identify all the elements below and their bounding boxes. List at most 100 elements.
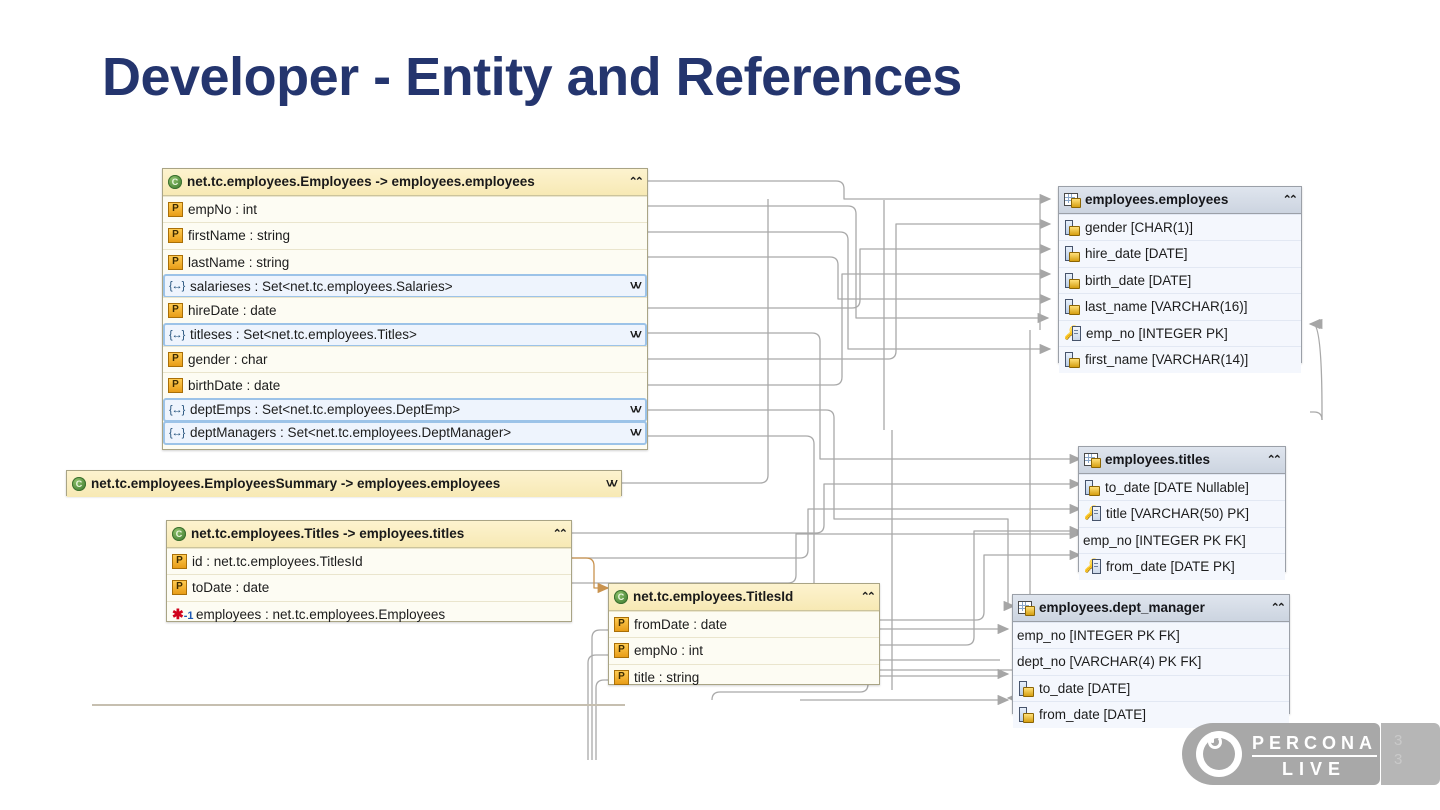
chevron-down-double-icon[interactable]: ˅˅ <box>629 278 642 293</box>
table-column-row[interactable]: to_date [DATE] <box>1013 674 1289 701</box>
entity-field-row[interactable]: hireDate : date <box>163 297 647 324</box>
chevron-up-double-icon[interactable]: ⌃⌃ <box>552 527 568 540</box>
table-icon <box>1064 192 1081 208</box>
chevron-down-double-icon[interactable]: ˅˅ <box>605 475 618 491</box>
chevron-up-double-icon[interactable]: ⌃⌃ <box>1282 193 1298 206</box>
entity-field-row[interactable]: toDate : date <box>167 574 571 601</box>
entity-titles[interactable]: net.tc.employees.Titles -> employees.tit… <box>166 520 572 622</box>
field-label: empNo : int <box>188 201 258 217</box>
column-label: first_name [VARCHAR(14)] <box>1085 352 1249 368</box>
entity-field-row[interactable]: gender : char <box>163 345 647 373</box>
table-icon <box>1018 600 1035 616</box>
entity-field-row[interactable]: fromDate : date <box>609 610 879 638</box>
table-column-row[interactable]: first_name [VARCHAR(14)] <box>1059 346 1301 373</box>
field-label: toDate : date <box>192 580 270 596</box>
entity-employees[interactable]: net.tc.employees.Employees -> employees.… <box>162 168 648 450</box>
primary-key-icon: 🔑 <box>1084 559 1101 575</box>
entity-field-row[interactable]: empNo : int <box>163 195 647 223</box>
entity-collection-row[interactable]: {↔} deptManagers : Set<net.tc.employees.… <box>163 420 647 445</box>
table-header[interactable]: employees.titles ⌃⌃ <box>1079 447 1285 474</box>
collection-icon: {↔} <box>169 403 185 416</box>
chevron-up-double-icon[interactable]: ⌃⌃ <box>628 175 644 188</box>
table-column-row[interactable]: birth_date [DATE] <box>1059 266 1301 293</box>
field-label: gender : char <box>188 351 268 367</box>
entity-field-row[interactable]: lastName : string <box>163 248 647 276</box>
entity-field-row[interactable]: birthDate : date <box>163 372 647 399</box>
entity-relation-row[interactable]: ✱-1 employees : net.tc.employees.Employe… <box>167 600 571 628</box>
table-column-row[interactable]: hire_date [DATE] <box>1059 240 1301 267</box>
table-header[interactable]: employees.employees ⌃⌃ <box>1059 187 1301 214</box>
page-number-digit-2: 3 <box>1394 751 1403 768</box>
table-column-row[interactable]: last_name [VARCHAR(16)] <box>1059 293 1301 320</box>
entity-field-row[interactable]: empNo : int <box>609 637 879 664</box>
entity-field-row[interactable]: title : string <box>609 663 879 691</box>
entity-field-row[interactable]: firstName : string <box>163 222 647 249</box>
field-label: salarieses : Set<net.tc.employees.Salari… <box>190 278 453 294</box>
property-icon <box>168 254 183 270</box>
entity-employees-summary[interactable]: net.tc.employees.EmployeesSummary -> emp… <box>66 470 622 497</box>
field-label: deptEmps : Set<net.tc.employees.DeptEmp> <box>190 402 461 417</box>
field-label: empNo : int <box>634 643 704 659</box>
chevron-up-double-icon[interactable]: ⌃⌃ <box>1266 453 1282 466</box>
column-icon <box>1064 246 1080 263</box>
entity-collection-row[interactable]: {↔} titleses : Set<net.tc.employees.Titl… <box>163 322 647 347</box>
column-icon <box>1064 352 1080 369</box>
property-icon <box>614 616 629 632</box>
percona-live-logo: PERCONA LIVE <box>1182 723 1380 785</box>
field-label: birthDate : date <box>188 378 281 394</box>
property-icon <box>614 669 629 685</box>
entity-header[interactable]: net.tc.employees.EmployeesSummary -> emp… <box>67 471 621 497</box>
chevron-down-double-icon[interactable]: ˅˅ <box>629 424 642 440</box>
entity-titlesid[interactable]: net.tc.employees.TitlesId ⌃⌃ fromDate : … <box>608 583 880 685</box>
entity-title: net.tc.employees.TitlesId <box>633 589 794 605</box>
entity-field-row[interactable]: id : net.tc.employees.TitlesId <box>167 547 571 575</box>
entity-header[interactable]: net.tc.employees.Employees -> employees.… <box>163 169 647 196</box>
table-primary-key-row[interactable]: 🔑 emp_no [INTEGER PK] <box>1059 319 1301 346</box>
column-label: last_name [VARCHAR(16)] <box>1085 299 1248 315</box>
chevron-down-double-icon[interactable]: ˅˅ <box>629 401 642 417</box>
chevron-up-double-icon[interactable]: ⌃⌃ <box>860 590 876 603</box>
chevron-up-double-icon[interactable]: ⌃⌃ <box>1270 601 1286 614</box>
column-icon <box>1084 479 1100 496</box>
property-icon <box>168 201 183 217</box>
table-column-row[interactable]: dept_no [VARCHAR(4) PK FK] <box>1013 648 1289 675</box>
table-employees-employees[interactable]: employees.employees ⌃⌃ gender [CHAR(1)] … <box>1058 186 1302 373</box>
column-label: title [VARCHAR(50) PK] <box>1106 506 1250 522</box>
many-to-one-icon: ✱-1 <box>172 606 194 623</box>
table-primary-key-row[interactable]: 🔑 title [VARCHAR(50) PK] <box>1079 500 1285 527</box>
column-label: birth_date [DATE] <box>1085 272 1192 288</box>
column-icon <box>1018 707 1034 724</box>
table-column-row[interactable]: to_date [DATE Nullable] <box>1079 473 1285 500</box>
table-header[interactable]: employees.dept_manager ⌃⌃ <box>1013 595 1289 622</box>
column-label: dept_no [VARCHAR(4) PK FK] <box>1017 654 1202 670</box>
column-label: to_date [DATE Nullable] <box>1105 479 1249 495</box>
chevron-down-double-icon[interactable]: ˅˅ <box>629 326 642 342</box>
table-title: employees.titles <box>1105 452 1211 468</box>
collection-icon: {↔} <box>169 426 185 439</box>
page-title: Developer - Entity and References <box>102 47 962 107</box>
table-title: employees.dept_manager <box>1039 600 1205 616</box>
field-label: title : string <box>634 669 700 685</box>
entity-collection-row[interactable]: {↔} deptEmps : Set<net.tc.employees.Dept… <box>163 397 647 422</box>
table-primary-key-row[interactable]: 🔑 from_date [DATE PK] <box>1079 553 1285 580</box>
column-label: emp_no [INTEGER PK FK] <box>1083 532 1246 548</box>
entity-header[interactable]: net.tc.employees.Titles -> employees.tit… <box>167 521 571 548</box>
column-label: to_date [DATE] <box>1039 680 1131 696</box>
table-column-row[interactable]: gender [CHAR(1)] <box>1059 213 1301 240</box>
table-employees-dept-manager[interactable]: employees.dept_manager ⌃⌃ emp_no [INTEGE… <box>1012 594 1290 728</box>
column-icon <box>1064 299 1080 316</box>
column-label: emp_no [INTEGER PK FK] <box>1017 627 1180 643</box>
page-number-digit-1: 3 <box>1394 732 1403 749</box>
table-title: employees.employees <box>1085 192 1229 208</box>
column-icon <box>1064 219 1080 236</box>
table-employees-titles[interactable]: employees.titles ⌃⌃ to_date [DATE Nullab… <box>1078 446 1286 580</box>
property-icon <box>172 580 187 596</box>
class-icon <box>172 526 186 541</box>
table-column-row[interactable]: emp_no [INTEGER PK FK] <box>1013 621 1289 648</box>
table-column-row[interactable]: emp_no [INTEGER PK FK] <box>1079 526 1285 553</box>
entity-header[interactable]: net.tc.employees.TitlesId ⌃⌃ <box>609 584 879 611</box>
primary-key-icon: 🔑 <box>1064 325 1081 341</box>
field-label: deptManagers : Set<net.tc.employees.Dept… <box>190 425 512 440</box>
entity-title: net.tc.employees.Titles -> employees.tit… <box>191 526 465 542</box>
entity-collection-row[interactable]: {↔} salarieses : Set<net.tc.employees.Sa… <box>163 274 647 298</box>
